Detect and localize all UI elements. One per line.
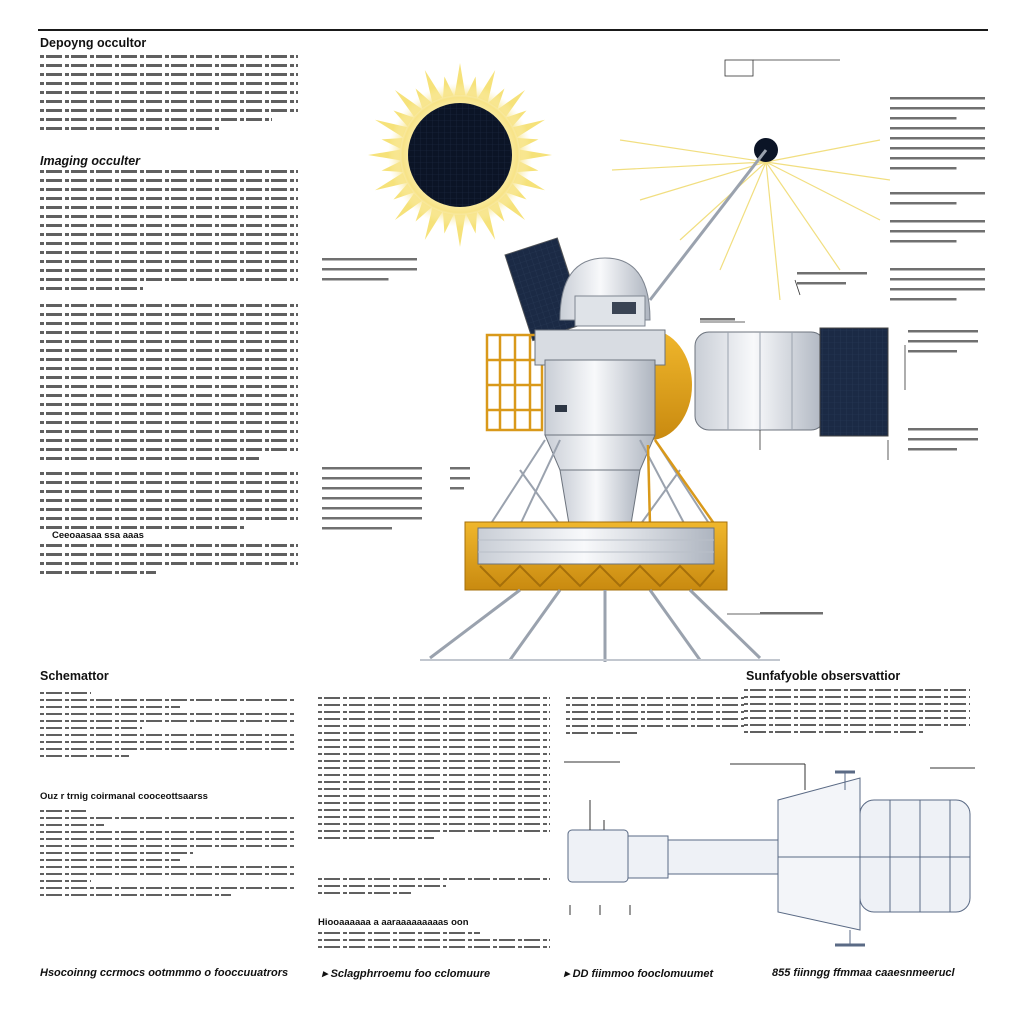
label-line [322,477,422,480]
label-line [908,340,978,343]
solar-panel-side [819,327,889,437]
label-line [908,448,957,451]
label-line [322,467,422,470]
text-block-mid-end [318,932,550,953]
eclipsed-sun [368,63,552,247]
instrument-cylinder [694,331,826,431]
caption-1: Hsocoinng ccrmocs ootmmmo o fooccuuatror… [40,967,289,979]
text-block-mid-rule [318,878,550,899]
text-block-ocean [40,544,298,580]
label-line [322,507,422,510]
heading-deploying: Depoyng occultor [40,36,147,50]
text-block-notes [40,472,298,535]
text-block-schematic [40,692,295,762]
label-line [908,438,978,441]
label-line [890,278,985,281]
cutaway-schematic [564,761,975,947]
label-line [890,127,985,130]
label-blocks [322,97,985,615]
landing-legs [429,588,762,662]
label-line [890,157,985,160]
label-line [322,527,392,530]
label-line [322,497,422,500]
label-line [890,202,957,205]
text-block-outer [40,810,295,901]
label-line [450,477,470,480]
top-rule [38,29,988,31]
main-body [534,329,666,531]
text-block-method [40,304,298,466]
label-line [890,167,957,170]
caption-2: ▸ Sclagphrroemu foo cclomuure [322,968,491,980]
leader-lines [700,59,906,615]
base-drum [464,521,728,591]
text-block-intro [40,55,298,136]
label-line [322,268,417,271]
label-line [797,272,867,275]
caption-4: 855 fiinngg ffmmaa caaesnmeerucl [772,967,955,979]
heading-schematic: Schemattor [40,669,109,683]
text-block-mid [318,697,550,844]
label-line [322,517,422,520]
label-line [450,467,470,470]
label-line [322,258,417,261]
label-line [890,107,985,110]
label-line [890,288,985,291]
label-line [890,220,985,223]
boom-arm [648,149,768,301]
text-block-observation [744,689,970,738]
label-line [700,318,735,321]
label-line [890,117,957,120]
label-line [890,97,985,100]
subheading-hiccup: Hiooaaaaaa a aaraaaaaaaaas oon [318,917,469,928]
heading-observation: Sunfafyoble obsersvattior [746,669,901,683]
subheading-outer: Ouz r trnig coirmanal cooceottsaarss [40,791,208,802]
label-line [890,137,985,140]
label-line [450,487,464,490]
label-line [322,278,389,281]
heading-imaging: Imaging occulter [40,154,141,168]
label-line [908,350,957,353]
text-block-right-mid [566,697,744,739]
label-line [908,428,978,431]
sensor-head [559,257,651,327]
subheading-ocean: Ceeoaasaa ssa aaas [52,530,144,541]
label-line [890,192,985,195]
label-line [890,230,985,233]
caption-3: ▸ DD fiimmoo fooclomuumet [564,968,714,980]
label-line [890,268,985,271]
label-line [322,487,422,490]
gold-struts [646,439,717,526]
gold-scaffold [485,333,544,432]
label-line [890,298,957,301]
label-line [890,147,985,150]
label-line [908,330,978,333]
text-block-imaging [40,170,298,296]
light-beams [611,139,891,301]
label-line [890,240,957,243]
label-line [760,612,823,615]
label-line [797,282,846,285]
